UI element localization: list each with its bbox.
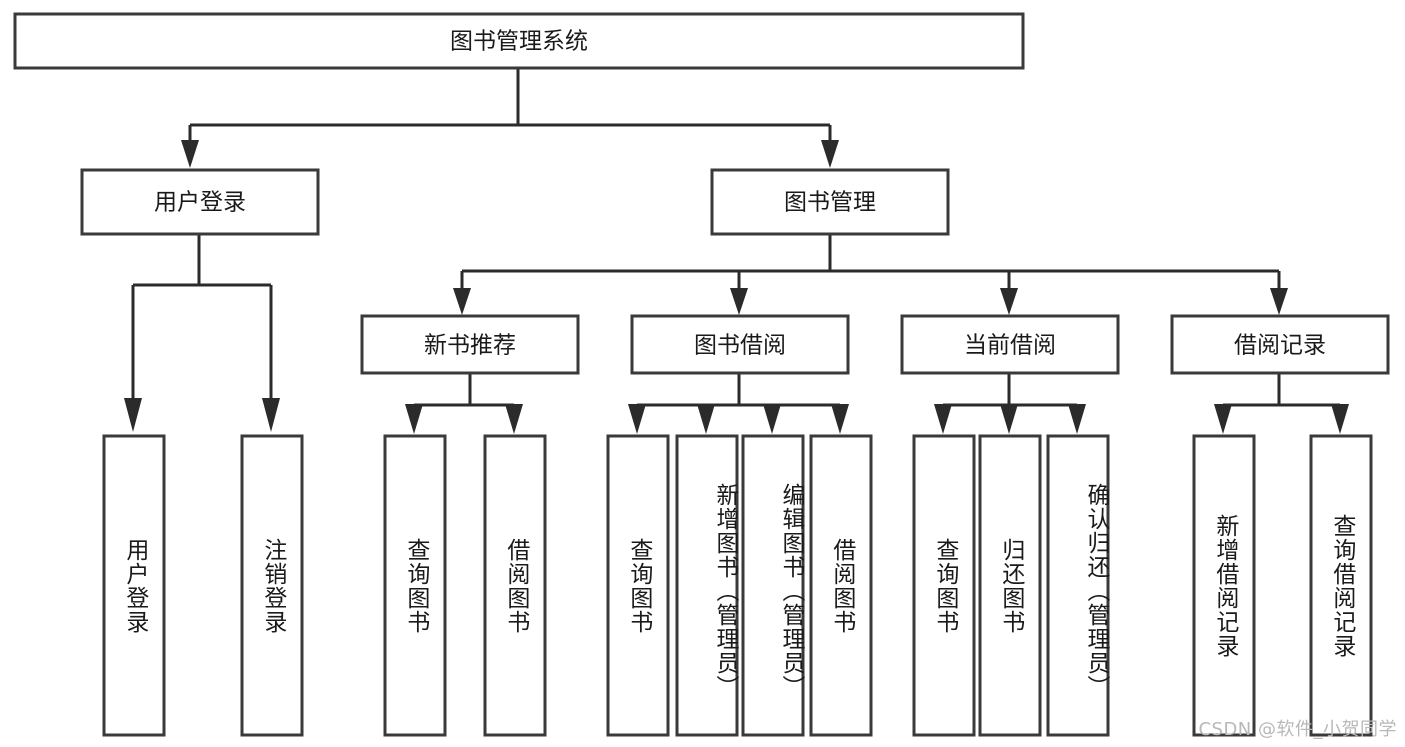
leaf-boxes-book-borrow[interactable] xyxy=(606,434,873,737)
node-borrow-records[interactable]: 借阅记录 xyxy=(1170,314,1390,375)
node-book-borrow-label: 图书借阅 xyxy=(694,333,786,359)
arrow-to-user-login xyxy=(181,140,199,168)
arrow-recommend-leaf-1 xyxy=(405,404,423,434)
node-book-manage[interactable]: 图书管理 xyxy=(710,168,950,236)
node-book-borrow-box[interactable] xyxy=(630,314,850,375)
node-borrow-records-label: 借阅记录 xyxy=(1234,333,1326,359)
leaf-box-records-1[interactable] xyxy=(1192,434,1256,737)
leaf-boxes-new-book-recommend[interactable] xyxy=(383,434,547,737)
node-root[interactable]: 图书管理系统 xyxy=(13,12,1025,70)
node-new-book-recommend-label: 新书推荐 xyxy=(424,333,516,359)
leaf-box-user-login-1[interactable] xyxy=(102,434,166,737)
node-current-borrow-box[interactable] xyxy=(900,314,1120,375)
arrow-current-leaf-3 xyxy=(1068,404,1086,434)
node-root-box[interactable] xyxy=(13,12,1025,70)
arrow-borrow-leaf-1 xyxy=(628,404,646,434)
arrow-to-leaf-logout xyxy=(262,398,280,432)
node-book-manage-label: 图书管理 xyxy=(784,190,876,216)
leaf-boxes-borrow-records[interactable] xyxy=(1192,434,1373,737)
arrow-to-leaf-user-login xyxy=(124,398,142,432)
leaf-box-current-1[interactable] xyxy=(912,434,976,737)
node-book-manage-box[interactable] xyxy=(710,168,950,236)
node-book-borrow[interactable]: 图书借阅 xyxy=(630,314,850,375)
arrow-records-leaf-2 xyxy=(1331,404,1349,434)
arrow-borrow-leaf-3 xyxy=(763,404,781,434)
leaf-box-current-3[interactable] xyxy=(1046,434,1110,737)
leaf-box-recommend-2[interactable] xyxy=(483,434,547,737)
arrow-recommend-leaf-2 xyxy=(505,404,523,434)
leaf-box-recommend-1[interactable] xyxy=(383,434,447,737)
arrow-borrow-leaf-2 xyxy=(697,404,715,434)
node-root-label: 图书管理系统 xyxy=(450,29,588,55)
csdn-watermark: CSDN @软件_小贺同学 xyxy=(1198,719,1397,740)
node-new-book-recommend-box[interactable] xyxy=(360,314,580,375)
leaf-box-borrow-1[interactable] xyxy=(606,434,670,737)
leaf-box-borrow-4[interactable] xyxy=(809,434,873,737)
leaf-boxes-user-login[interactable] xyxy=(102,434,304,737)
arrow-to-new-book-recommend xyxy=(453,288,471,315)
node-new-book-recommend[interactable]: 新书推荐 xyxy=(360,314,580,375)
leaf-box-borrow-3[interactable] xyxy=(741,434,805,737)
node-current-borrow[interactable]: 当前借阅 xyxy=(900,314,1120,375)
leaf-box-records-2[interactable] xyxy=(1309,434,1373,737)
node-borrow-records-box[interactable] xyxy=(1170,314,1390,375)
arrow-borrow-leaf-4 xyxy=(831,404,849,434)
leaf-box-borrow-2[interactable] xyxy=(675,434,739,737)
arrow-to-book-manage xyxy=(821,140,839,168)
node-user-login-label: 用户登录 xyxy=(154,190,246,216)
connector-group xyxy=(124,68,1349,434)
node-current-borrow-label: 当前借阅 xyxy=(964,333,1056,359)
arrow-to-current-borrow xyxy=(1000,288,1018,315)
arrow-records-leaf-1 xyxy=(1214,404,1232,434)
arrow-to-borrow-records xyxy=(1270,288,1288,315)
leaf-boxes-current-borrow[interactable] xyxy=(912,434,1110,737)
node-user-login[interactable]: 用户登录 xyxy=(80,168,320,236)
leaf-box-user-login-2[interactable] xyxy=(240,434,304,737)
node-user-login-box[interactable] xyxy=(80,168,320,236)
leaf-box-current-2[interactable] xyxy=(978,434,1042,737)
arrow-current-leaf-1 xyxy=(934,404,952,434)
arrow-to-book-borrow xyxy=(730,288,748,315)
arrow-current-leaf-2 xyxy=(1000,404,1018,434)
